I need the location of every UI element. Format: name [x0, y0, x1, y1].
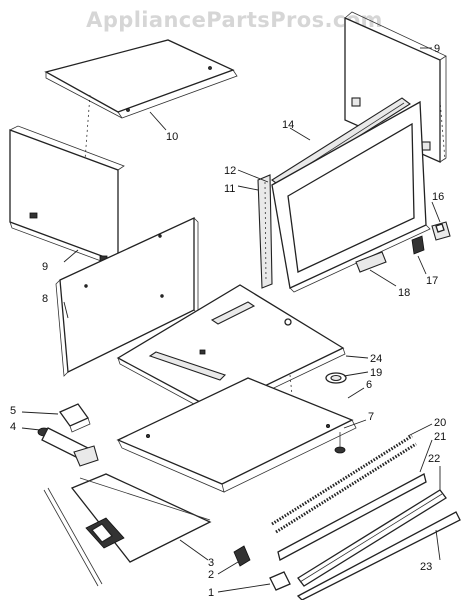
- callout-5: 5: [10, 405, 16, 417]
- part-9-left-side-panel: [9, 125, 125, 269]
- callout-4: 4: [10, 421, 16, 433]
- part-16-clip: [431, 221, 451, 241]
- part-23-rail: [296, 511, 461, 600]
- callout-9-side: 9: [42, 261, 48, 273]
- callout-6: 6: [366, 379, 372, 391]
- callout-7: 7: [368, 411, 374, 423]
- part-19-grommet: [325, 372, 347, 384]
- callout-11: 11: [224, 183, 235, 195]
- part-10-top-panel: [44, 39, 238, 161]
- callout-3: 3: [208, 557, 214, 569]
- part-7-screw: [334, 432, 346, 454]
- callout-labels: 10 9 14 12 11 16 17 18 9 8 24 19 6 7 20 …: [10, 43, 446, 599]
- part-2-spacer: [233, 545, 251, 567]
- part-17-clip: [411, 235, 425, 255]
- callout-18: 18: [398, 287, 410, 299]
- callout-21: 21: [434, 431, 446, 443]
- part-1-bolt: [269, 571, 291, 591]
- callout-14: 14: [282, 119, 294, 131]
- part-22-rail: [297, 489, 447, 587]
- callout-16: 16: [432, 191, 444, 203]
- callout-12: 12: [224, 165, 236, 177]
- callout-20: 20: [434, 417, 446, 429]
- watermark-text: AppliancePartsPros.com: [86, 8, 383, 32]
- part-21-rail: [277, 473, 427, 561]
- part-11-side-trim: [257, 174, 273, 289]
- callout-9-rear: 9: [434, 43, 440, 55]
- part-18-badge: [355, 251, 387, 273]
- callout-1: 1: [208, 587, 214, 599]
- callout-23: 23: [420, 561, 432, 573]
- part-5-bracket: [59, 403, 91, 433]
- callout-10: 10: [166, 131, 178, 143]
- part-20-gasket: [271, 434, 417, 534]
- callout-8: 8: [42, 293, 48, 305]
- part-6-bottom-pan: [116, 377, 357, 493]
- callout-24: 24: [370, 353, 382, 365]
- part-4-hinge: [37, 427, 99, 467]
- part-12-front-frame: [271, 100, 431, 293]
- callout-2: 2: [208, 569, 214, 581]
- callout-19: 19: [370, 367, 382, 379]
- part-24-shelf-panel: [116, 284, 346, 417]
- callout-17: 17: [426, 275, 438, 287]
- part-3-base-plate: [43, 473, 212, 587]
- leader-lines: [21, 47, 441, 593]
- callout-22: 22: [428, 453, 440, 465]
